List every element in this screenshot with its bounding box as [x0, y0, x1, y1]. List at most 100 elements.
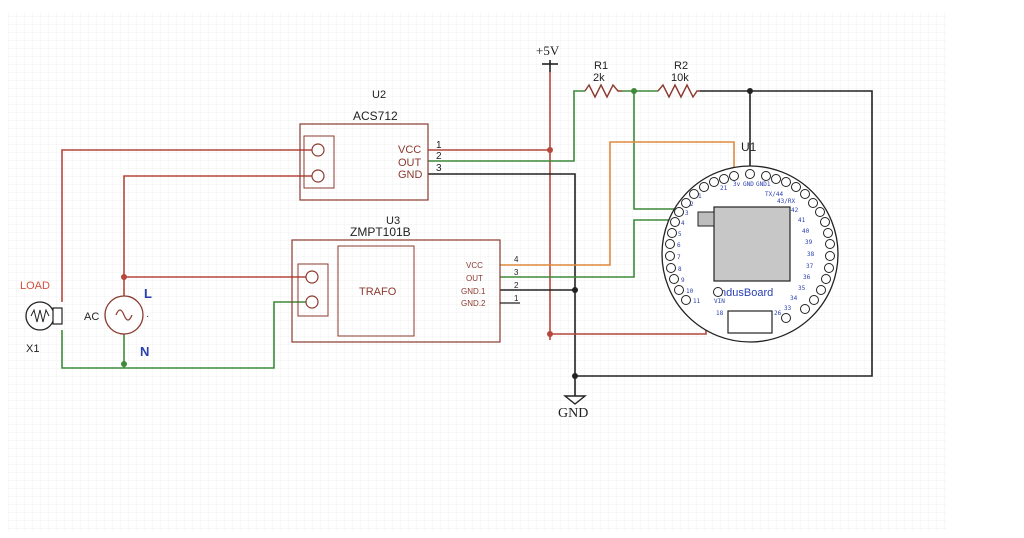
u3-trafo-box	[337, 245, 415, 337]
u1-pin	[681, 198, 691, 208]
u2-pin-name-vcc: VCC	[398, 144, 421, 156]
u1-top-pin-gnd1: GND1	[756, 181, 771, 188]
u1-left-pin-11: 11	[693, 298, 701, 305]
u1-left-pin-5: 5	[678, 231, 682, 238]
wire-zmpt-out	[500, 219, 676, 278]
bulb-icon	[25, 301, 55, 331]
u1-indusboard[interactable]: U1 IndusBoard 21 3v GND GND1 1 2	[661, 140, 839, 343]
u1-top-pin-3v: 3v	[733, 181, 741, 188]
wire-r2-gnd	[575, 90, 873, 377]
r1-zigzag	[584, 83, 622, 99]
wire-acs-to-ac	[123, 175, 318, 296]
u2-pin-num-3: 3	[436, 163, 442, 174]
wire-neutral	[61, 301, 312, 369]
junction-dot	[121, 274, 127, 280]
r2-designator: R2	[674, 60, 688, 72]
ac-neutral-label: N	[140, 344, 149, 359]
u1-pin	[713, 287, 723, 297]
r1-resistor[interactable]: R1 2k	[584, 60, 622, 99]
load-bulb[interactable]: LOAD X1	[20, 280, 63, 355]
u1-left-pin-6: 6	[677, 242, 681, 249]
r2-resistor[interactable]: R2 10k	[657, 60, 700, 99]
u1-right-pin-35: 35	[798, 285, 806, 292]
u2-acs712[interactable]: U2 ACS712 VCC OUT GND 1 2 3	[299, 89, 442, 201]
u1-pin	[719, 174, 729, 184]
ac-line-label: L	[144, 286, 152, 301]
u1-pin	[821, 274, 831, 284]
r2-zigzag	[657, 83, 700, 99]
vcc-symbol: +5V	[536, 43, 560, 72]
wire-acs-gnd	[428, 173, 576, 392]
wire-u1-3v	[500, 141, 735, 266]
u1-left-pin-1: 1	[698, 193, 702, 200]
u1-left-pin-7: 7	[677, 254, 681, 261]
u1-pin	[665, 239, 675, 249]
junction-dot	[631, 88, 637, 94]
u1-left-pin-8: 8	[678, 266, 682, 273]
u1-pin	[808, 198, 818, 208]
u3-terminal-1	[305, 270, 319, 284]
u1-right-pin-43rx: 43/RX	[777, 198, 795, 205]
u1-pin	[800, 189, 810, 199]
u1-pin	[800, 304, 810, 314]
ac-source[interactable]: · AC L N	[84, 286, 152, 359]
u1-right-pin-41: 41	[798, 217, 806, 224]
u3-zmpt101b[interactable]: U3 ZMPT101B TRAFO VCC OUT GND.1 GND.2 4 …	[291, 215, 520, 343]
u1-pin	[689, 189, 699, 199]
junction-dot	[572, 373, 578, 379]
u3-pin-name-gnd1: GND.1	[461, 287, 486, 296]
u1-pin	[781, 313, 791, 323]
junction-dot	[547, 331, 553, 337]
u1-pin	[699, 182, 709, 192]
u2-pin-num-2: 2	[436, 151, 442, 162]
u3-pin-name-out: OUT	[466, 274, 483, 283]
u1-top-pin-21: 21	[720, 185, 728, 192]
u2-terminal-block	[303, 135, 335, 189]
u1-pin	[670, 217, 680, 227]
gnd-symbol: GND	[558, 392, 588, 421]
u2-terminal-2	[311, 169, 325, 183]
u1-pin	[820, 217, 830, 227]
junction-dot	[747, 88, 753, 94]
u2-body	[299, 123, 429, 201]
u1-left-pin-18: 18	[716, 310, 724, 317]
u1-right-pin-40: 40	[802, 228, 810, 235]
u1-usb-connector	[727, 310, 773, 334]
wires	[61, 72, 873, 392]
u1-left-pin-2: 2	[690, 201, 694, 208]
u2-terminal-1	[311, 143, 325, 157]
u1-pin	[665, 251, 675, 261]
u3-pin-num-2: 2	[514, 281, 519, 290]
u1-right-pin-37: 37	[806, 263, 814, 270]
u1-pin	[809, 295, 819, 305]
u1-pin	[815, 207, 825, 217]
u1-designator: U1	[741, 140, 757, 154]
load-label: LOAD	[20, 280, 50, 292]
junction-dot	[121, 361, 127, 367]
u3-pin-name-vcc: VCC	[466, 261, 483, 270]
u1-right-pin-tx44: TX/44	[765, 191, 783, 198]
u1-right-pin-26: 26	[774, 310, 782, 317]
u3-designator: U3	[386, 215, 400, 227]
u1-pin	[667, 228, 677, 238]
u1-pin	[666, 263, 676, 273]
u1-pin	[761, 171, 771, 181]
u2-pin-num-1: 1	[436, 140, 442, 151]
u1-pin	[771, 174, 781, 184]
u2-designator: U2	[372, 89, 386, 101]
u1-left-pin-10: 10	[686, 288, 694, 295]
u1-pin	[825, 251, 835, 261]
wire-acs-out	[428, 90, 585, 162]
wire-node-to-u1	[633, 91, 676, 210]
u1-right-pin-36: 36	[803, 274, 811, 281]
r1-value: 2k	[593, 72, 605, 84]
junction-dot	[572, 287, 578, 293]
u1-pin	[674, 207, 684, 217]
u1-pin	[681, 295, 691, 305]
u1-pin	[781, 177, 791, 187]
u1-right-pin-34: 34	[790, 295, 798, 302]
ac-sine-icon	[115, 309, 133, 321]
u3-trafo-label: TRAFO	[359, 286, 397, 298]
ac-label: AC	[84, 311, 99, 323]
